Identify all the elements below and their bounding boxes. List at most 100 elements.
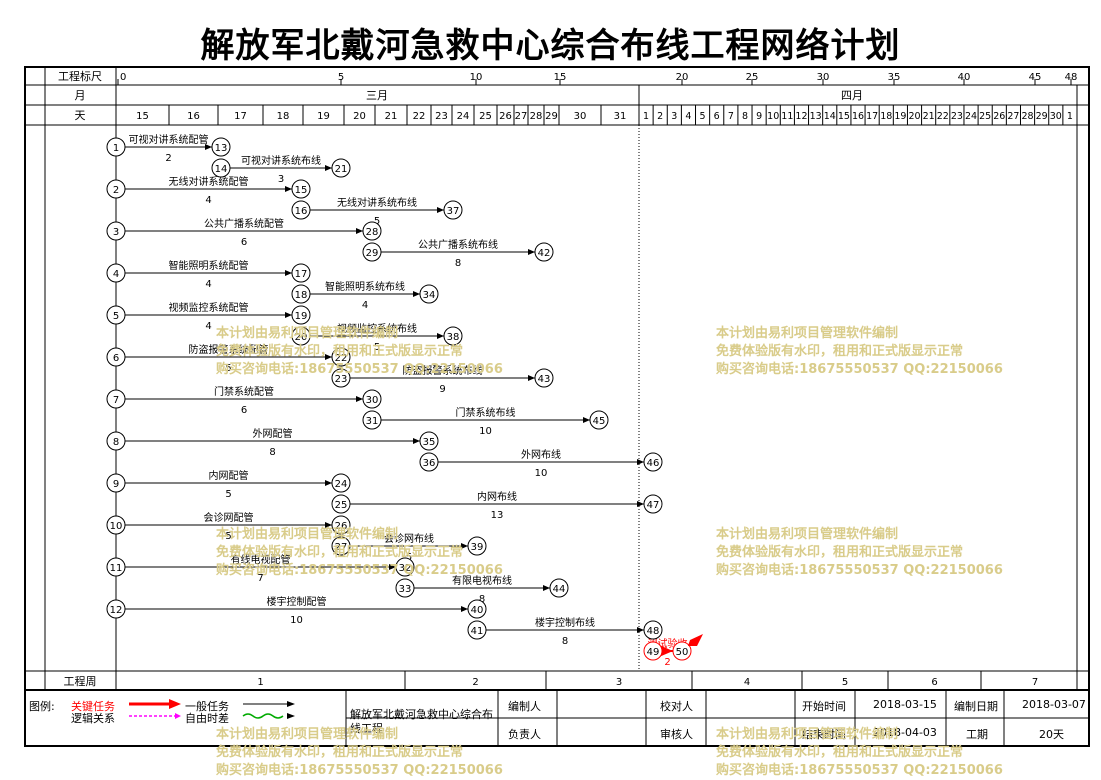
node-number: 12 [110, 605, 123, 616]
network-node [106, 263, 126, 283]
node-number: 28 [366, 227, 379, 238]
day-label: 8 [742, 111, 748, 122]
node-number: 44 [553, 584, 566, 595]
task-duration: 4 [205, 279, 211, 290]
task-duration: 7 [257, 573, 263, 584]
task-name: 无线对讲系统布线 [337, 196, 417, 209]
network-node [362, 389, 382, 409]
month-name: 三月 [366, 89, 388, 102]
day-label: 21 [385, 111, 398, 122]
day-label: 22 [413, 111, 426, 122]
network-node [395, 578, 415, 598]
node-number: 2 [113, 185, 119, 196]
task-duration: 5 [374, 342, 380, 353]
legend-critical-arrow-icon [129, 699, 181, 719]
day-label: 15 [838, 111, 850, 122]
ruler-tick-label: 20 [676, 72, 689, 83]
node-number: 36 [423, 458, 436, 469]
task-duration: 10 [535, 468, 548, 479]
task-name: 外网布线 [521, 448, 561, 461]
ruler-tick-label: 25 [746, 72, 759, 83]
finish-flag-icon [688, 634, 703, 646]
made-date: 2018-03-07 [1022, 698, 1086, 711]
day-label: 25 [979, 111, 991, 122]
period-value: 20天 [1039, 728, 1064, 741]
network-node [534, 368, 554, 388]
task-duration: 10 [479, 426, 492, 437]
network-node [443, 200, 463, 220]
network-node [672, 641, 692, 661]
network-node [419, 431, 439, 451]
node-number: 48 [647, 626, 660, 637]
legend-critical-label: 关键任务 [71, 700, 115, 713]
day-label: 25 [479, 111, 492, 122]
day-label: 30 [574, 111, 587, 122]
node-number: 17 [295, 269, 308, 280]
node-number: 26 [335, 521, 348, 532]
node-number: 41 [471, 626, 484, 637]
day-label: 16 [852, 111, 864, 122]
week-number: 4 [744, 677, 750, 688]
ruler-tick-label: 0 [120, 72, 126, 83]
network-node [443, 326, 463, 346]
network-node [291, 200, 311, 220]
day-label: 26 [993, 111, 1005, 122]
node-number: 33 [399, 584, 412, 595]
network-node [106, 221, 126, 241]
network-node [331, 158, 351, 178]
task-name: 内网布线 [477, 490, 517, 503]
project-name: 解放军北戴河急救中心综合布线工程 [350, 708, 493, 735]
network-node [211, 158, 231, 178]
reviewer-label: 审核人 [660, 728, 693, 741]
end-label: 结束时间 [802, 728, 846, 741]
network-node [291, 305, 311, 325]
task-name: 内网配管 [209, 469, 249, 482]
day-label: 21 [923, 111, 935, 122]
day-label: 27 [515, 111, 528, 122]
network-node [643, 452, 663, 472]
node-number: 24 [335, 479, 348, 490]
node-number: 38 [447, 332, 460, 343]
node-number: 8 [113, 437, 119, 448]
node-number: 27 [335, 542, 348, 553]
network-node [419, 452, 439, 472]
task-duration: 4 [205, 195, 211, 206]
legend-normal-arrow-icon [242, 701, 295, 719]
task-name: 视频监控系统配管 [169, 301, 249, 314]
network-node [331, 368, 351, 388]
legend-normal-label: 一般任务 [185, 700, 229, 713]
node-number: 34 [423, 290, 436, 301]
editor-label: 编制人 [508, 700, 541, 713]
network-node [362, 221, 382, 241]
task-name: 楼宇控制配管 [267, 595, 327, 608]
day-label: 17 [866, 111, 878, 122]
network-node [291, 326, 311, 346]
node-number: 45 [593, 416, 606, 427]
task-duration: 5 [406, 552, 412, 563]
legend: 图例: 关键任务 逻辑关系 一般任务 自由时差 [25, 690, 345, 746]
day-label: 7 [728, 111, 734, 122]
task-name: 会诊网布线 [384, 532, 434, 545]
owner-label: 负责人 [508, 728, 541, 741]
network-node [106, 389, 126, 409]
node-number: 20 [295, 332, 308, 343]
ruler-tick-label: 48 [1065, 72, 1078, 83]
task-duration: 13 [491, 510, 504, 521]
day-label: 15 [136, 111, 149, 122]
node-number: 35 [423, 437, 436, 448]
day-label: 20 [908, 111, 920, 122]
node-number: 4 [113, 269, 119, 280]
week-number: 2 [472, 677, 478, 688]
node-number: 50 [676, 647, 689, 658]
node-number: 43 [538, 374, 551, 385]
day-label: 24 [457, 111, 470, 122]
task-name: 外网配管 [253, 427, 293, 440]
network-node [106, 557, 126, 577]
node-number: 11 [110, 563, 123, 574]
day-label: 12 [795, 111, 807, 122]
network-node [106, 305, 126, 325]
node-number: 7 [113, 395, 119, 406]
day-label: 28 [1022, 111, 1034, 122]
